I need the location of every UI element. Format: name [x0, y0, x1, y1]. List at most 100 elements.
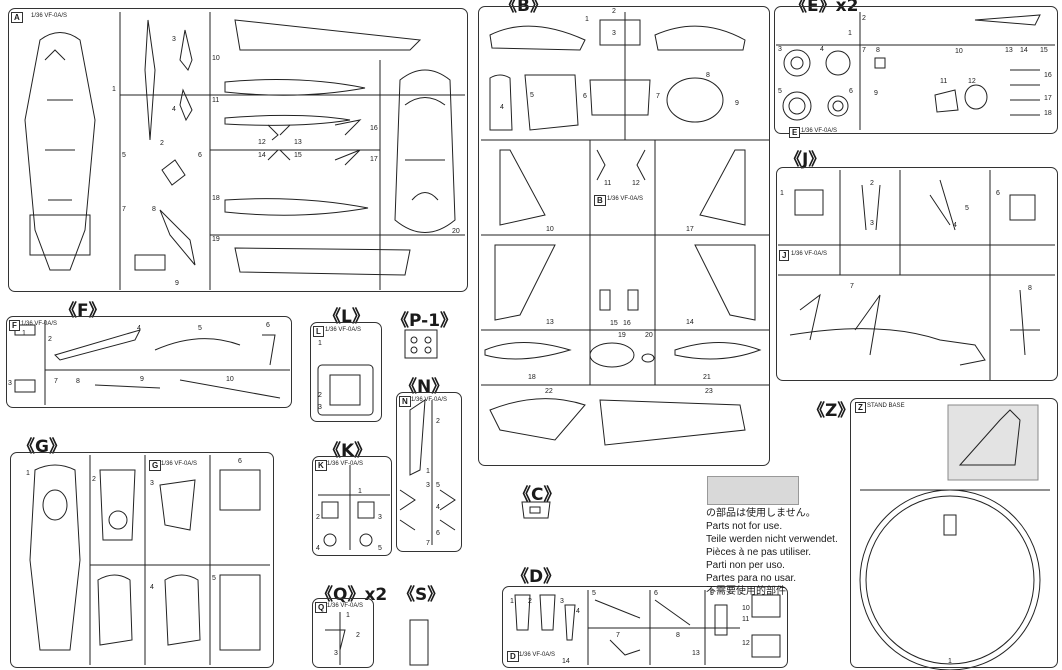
sprue-g-subtitle: 1/36 VF-0A/S	[161, 461, 198, 467]
part-number: 2	[870, 180, 874, 187]
part-number: 2	[436, 418, 440, 425]
part-number: 11	[604, 180, 612, 187]
sprue-n-subtitle: 1/36 VF-0A/S	[411, 397, 448, 403]
sprue-j-tag: J	[779, 250, 790, 261]
part-number: 1	[22, 330, 26, 337]
part-number: 9	[175, 280, 179, 287]
sprue-z-subtitle: STAND BASE	[867, 403, 905, 409]
part-number: 9	[140, 376, 144, 383]
part-number: 5	[212, 575, 216, 582]
sprue-q: Q 1/36 VF-0A/S	[312, 598, 374, 668]
part-number: 5	[378, 545, 382, 552]
part-number: 12	[742, 640, 750, 647]
sprue-z-tag: Z	[855, 402, 866, 413]
sprue-l-subtitle: 1/36 VF-0A/S	[325, 327, 362, 333]
sprue-d-title: 《D》	[512, 567, 561, 587]
part-number: 10	[546, 226, 554, 233]
notice-line-fr: Pièces à ne pas utiliser.	[706, 547, 812, 558]
sprue-q-subtitle: 1/36 VF-0A/S	[327, 603, 364, 609]
notice-line-de: Teile werden nicht verwendet.	[706, 534, 838, 545]
sprue-b-tag: B	[594, 195, 606, 206]
sprue-z-parts	[859, 404, 1050, 670]
sprue-a-tag: A	[11, 12, 23, 23]
part-number: 11	[940, 78, 948, 85]
part-number: 6	[238, 458, 242, 465]
part-number: 12	[632, 180, 640, 187]
part-number: 2	[92, 476, 96, 483]
part-number: 1	[358, 488, 362, 495]
part-number: 3	[560, 598, 564, 605]
sprue-f-parts	[14, 320, 290, 405]
part-number: 1	[585, 16, 589, 23]
part-number: 10	[226, 376, 234, 383]
part-number: 14	[258, 152, 266, 159]
sprue-b: B 1/36 VF-0A/S	[478, 6, 770, 466]
part-number: 3	[150, 480, 154, 487]
part-number: 2	[612, 8, 616, 15]
sprue-l-tag: L	[313, 326, 324, 337]
sprue-b-subtitle: 1/36 VF-0A/S	[607, 196, 644, 202]
part-number: 2	[356, 632, 360, 639]
part-number: 10	[212, 55, 220, 62]
part-number: 12	[258, 139, 266, 146]
part-number: 4	[436, 504, 440, 511]
sprue-z: Z STAND BASE	[850, 398, 1058, 668]
sprue-p1-title: 《P-1》	[392, 311, 458, 331]
part-number: 1	[112, 86, 116, 93]
part-number: 15	[1040, 47, 1048, 54]
sprue-e-parts	[776, 12, 1055, 130]
part-number: 4	[316, 545, 320, 552]
part-number: 19	[618, 332, 626, 339]
sprue-d: D 1/36 VF-0A/S	[502, 586, 788, 668]
part-number: 2	[160, 140, 164, 147]
part-number: 18	[528, 374, 536, 381]
part-number: 7	[426, 540, 430, 547]
sprue-n-tag: N	[399, 396, 411, 407]
part-number: 5	[965, 205, 969, 212]
part-number: 8	[876, 47, 880, 54]
part-number: 18	[1044, 110, 1052, 117]
sprue-a: A 1/36 VF-0A/S	[8, 8, 468, 292]
part-number: 3	[378, 514, 382, 521]
sprue-a-subtitle: 1/36 VF-0A/S	[31, 13, 68, 19]
sprue-e-title: 《E》x2	[790, 0, 859, 16]
part-number: 13	[546, 319, 554, 326]
not-for-use-notice: の部品は使用しません。 Parts not for use. Teile wer…	[706, 507, 838, 598]
notice-line-it: Parti non per uso.	[706, 560, 785, 571]
part-number: 11	[742, 616, 750, 623]
part-number: 7	[656, 93, 660, 100]
part-number: 13	[1005, 47, 1013, 54]
sprue-b-parts	[481, 12, 770, 446]
part-number: 21	[703, 374, 711, 381]
sprue-b-title: 《B》	[500, 0, 547, 16]
part-number: 6	[198, 152, 202, 159]
part-number: 17	[1044, 95, 1052, 102]
part-number: 2	[48, 336, 52, 343]
part-number: 6	[996, 190, 1000, 197]
part-number: 14	[686, 319, 694, 326]
part-number: 3	[870, 220, 874, 227]
sprue-e-subtitle: 1/36 VF-0A/S	[801, 128, 838, 134]
sprue-k: K 1/36 VF-0A/S	[312, 456, 392, 556]
part-number: 17	[686, 226, 694, 233]
sprue-j-parts	[778, 170, 1055, 380]
part-number: 6	[654, 590, 658, 597]
part-number: 23	[705, 388, 713, 395]
part-number: 3	[612, 30, 616, 37]
part-number: 8	[676, 632, 680, 639]
small-sprues-parts	[317, 329, 551, 666]
part-number: 3	[172, 36, 176, 43]
part-number: 3	[318, 404, 322, 411]
part-number: 14	[562, 658, 570, 665]
part-number: 5	[436, 482, 440, 489]
part-number: 1	[346, 612, 350, 619]
part-number: 9	[735, 100, 739, 107]
part-number: 20	[645, 332, 653, 339]
part-number: 1	[510, 598, 514, 605]
part-number: 1	[26, 470, 30, 477]
part-number: 3	[8, 380, 12, 387]
part-number: 4	[500, 104, 504, 111]
part-number: 16	[1044, 72, 1052, 79]
part-number: 1	[948, 658, 952, 665]
part-number: 4	[820, 46, 824, 53]
